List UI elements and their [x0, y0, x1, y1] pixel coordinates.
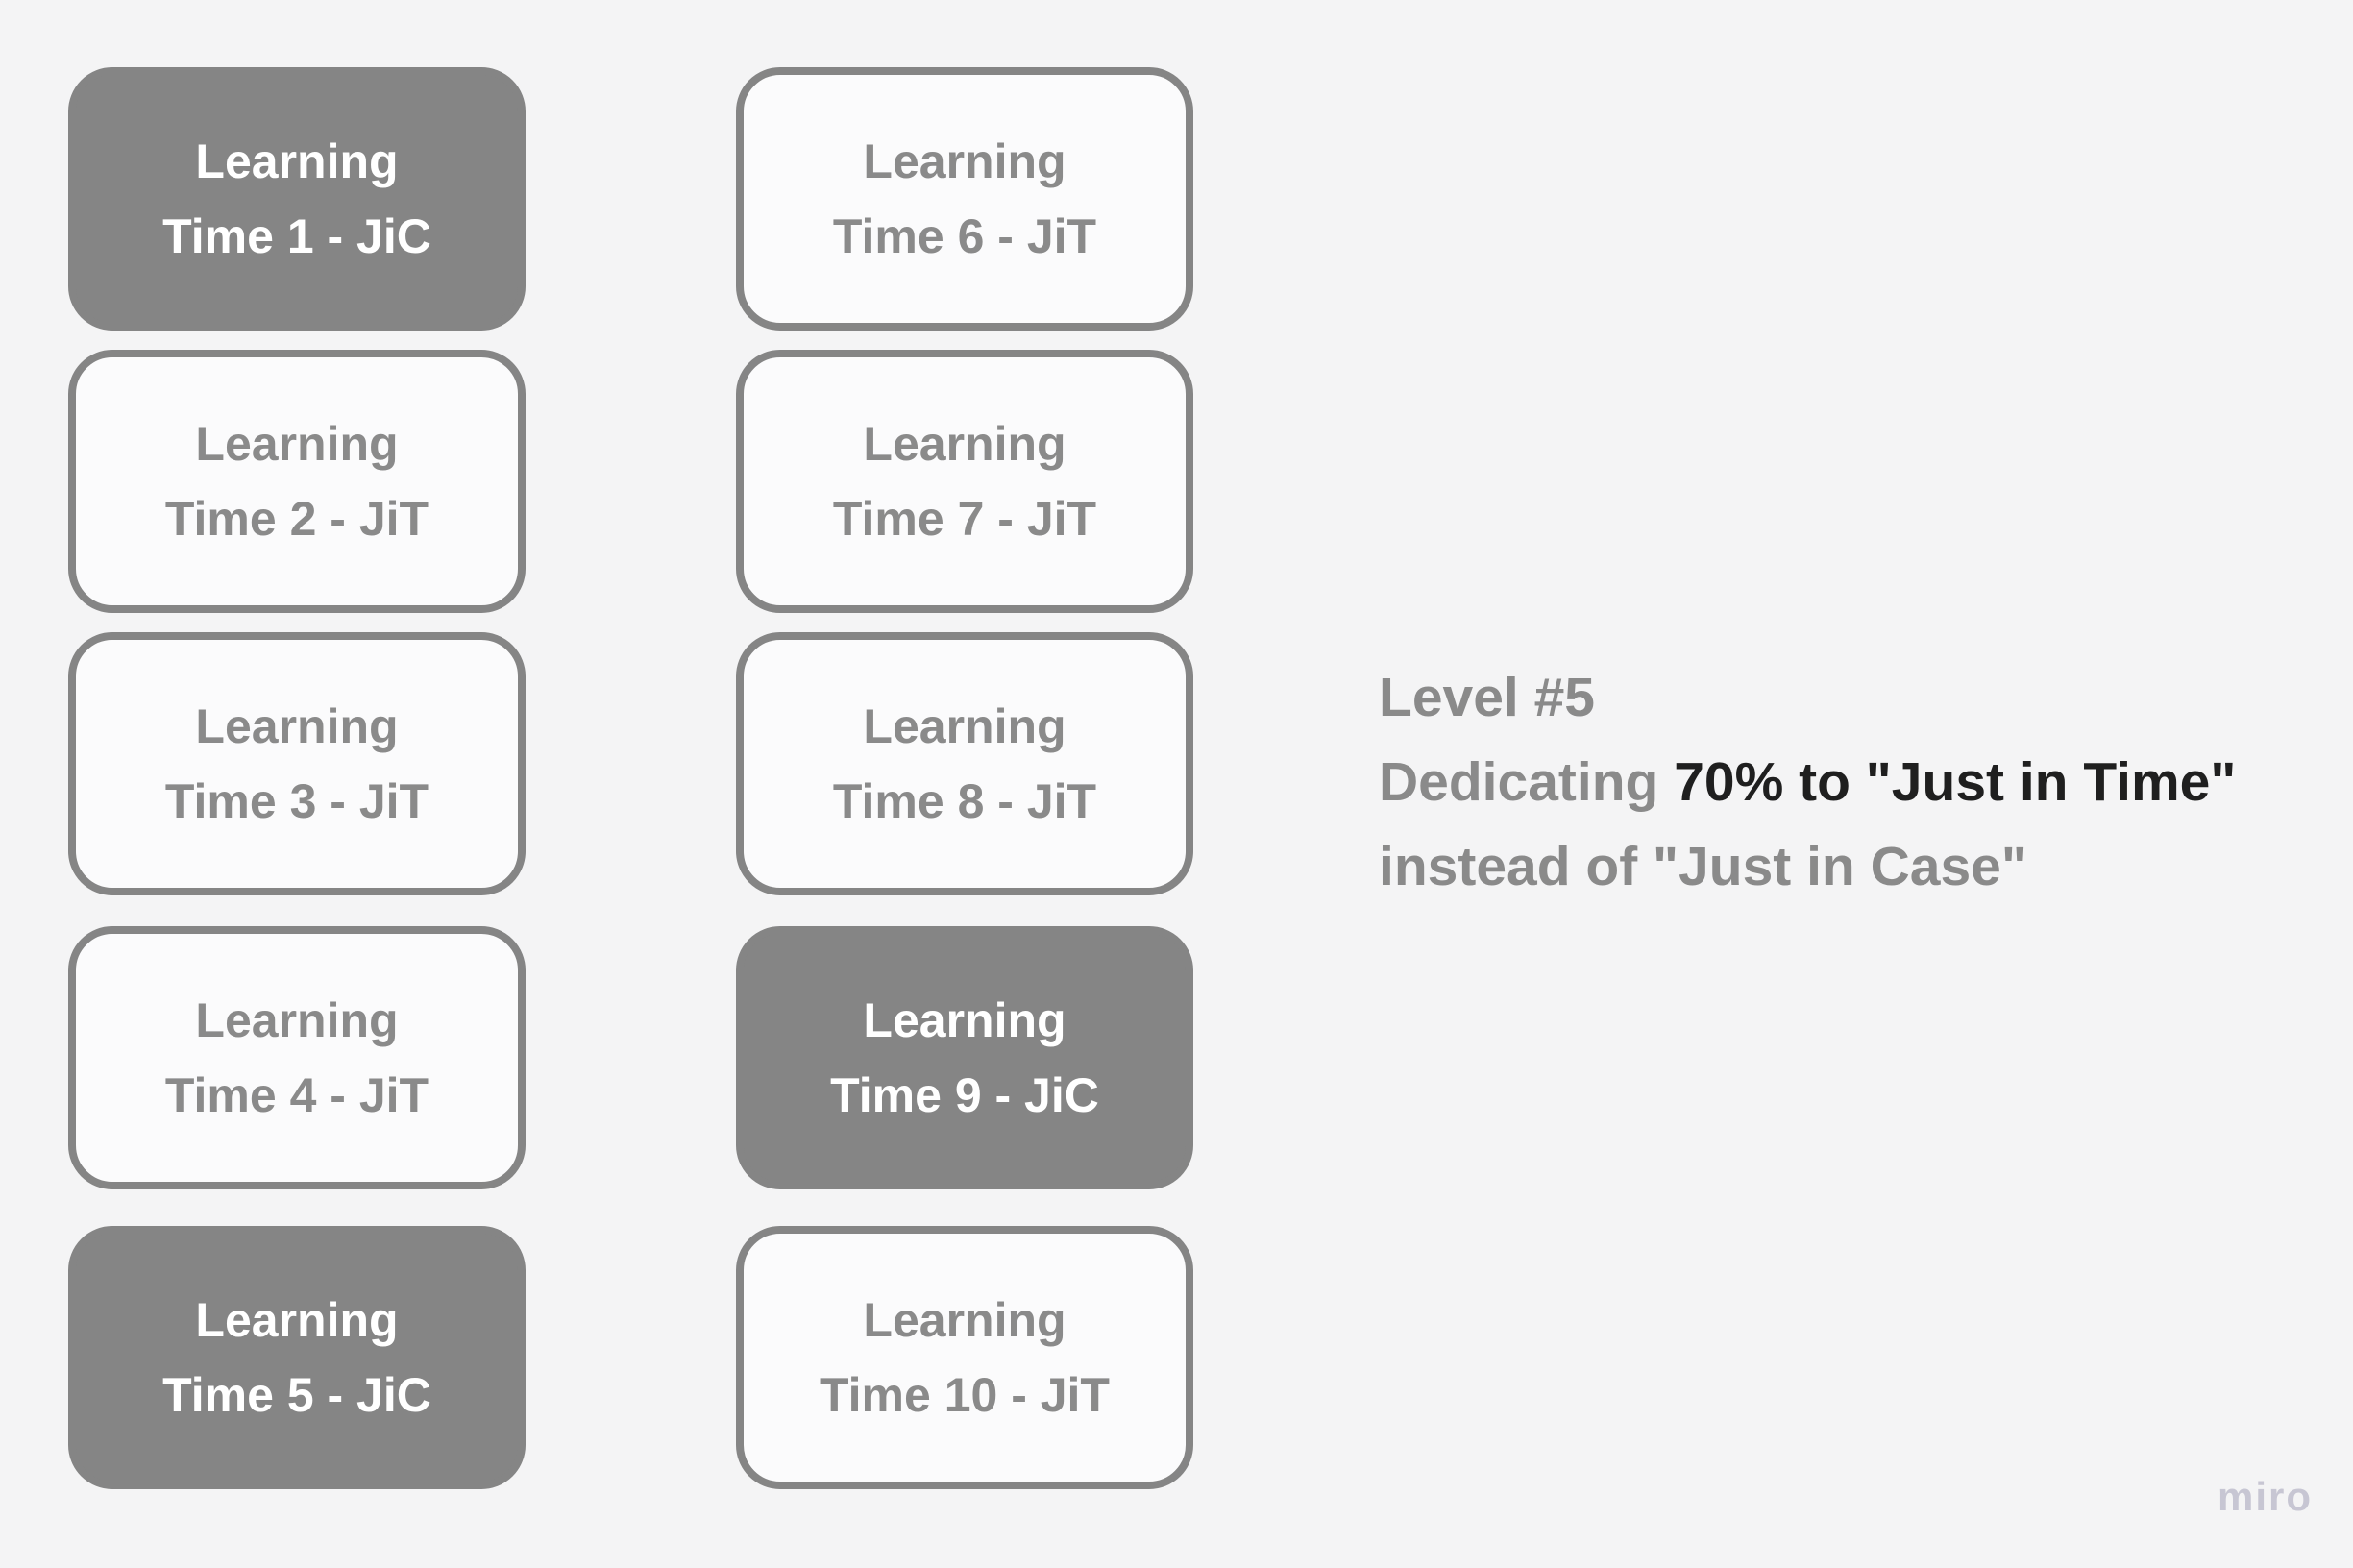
- card-line2: Time 2 - JiT: [164, 492, 429, 546]
- card-learning-time-5[interactable]: Learning Time 5 - JiC: [68, 1226, 526, 1489]
- card-line1: Learning: [863, 417, 1066, 471]
- card-line1: Learning: [195, 135, 399, 188]
- annotation-line-3: instead of "Just in Case": [1379, 836, 2027, 897]
- card-line2: Time 6 - JiT: [832, 209, 1097, 263]
- card-learning-time-3[interactable]: Learning Time 3 - JiT: [68, 632, 526, 895]
- card-learning-time-7[interactable]: Learning Time 7 - JiT: [736, 350, 1193, 613]
- card-learning-time-10[interactable]: Learning Time 10 - JiT: [736, 1226, 1193, 1489]
- card-line1: Learning: [863, 993, 1066, 1047]
- card-line1: Learning: [195, 699, 399, 753]
- card-learning-time-2[interactable]: Learning Time 2 - JiT: [68, 350, 526, 613]
- annotation-highlight: 70% to "Just in Time": [1674, 751, 2237, 813]
- card-line2: Time 3 - JiT: [164, 774, 429, 828]
- card-learning-time-8[interactable]: Learning Time 8 - JiT: [736, 632, 1193, 895]
- card-line2: Time 8 - JiT: [832, 774, 1097, 828]
- card-learning-time-1[interactable]: Learning Time 1 - JiC: [68, 67, 526, 331]
- card-line1: Learning: [195, 993, 399, 1047]
- card-line2: Time 4 - JiT: [164, 1068, 429, 1122]
- annotation-line-2: Dedicating 70% to "Just in Time": [1379, 751, 2237, 813]
- card-line1: Learning: [863, 1293, 1066, 1347]
- card-line1: Learning: [863, 135, 1066, 188]
- card-line1: Learning: [195, 1293, 399, 1347]
- card-line1: Learning: [195, 417, 399, 471]
- miro-watermark: miro: [2218, 1474, 2314, 1519]
- card-line1: Learning: [863, 699, 1066, 753]
- card-line2: Time 1 - JiC: [162, 209, 431, 263]
- card-line2: Time 5 - JiC: [162, 1368, 431, 1422]
- card-line2: Time 7 - JiT: [832, 492, 1097, 546]
- annotation-line-1: Level #5: [1379, 667, 1595, 728]
- card-learning-time-4[interactable]: Learning Time 4 - JiT: [68, 926, 526, 1189]
- card-line2: Time 9 - JiC: [830, 1068, 1099, 1122]
- level-annotation[interactable]: Level #5 Dedicating 70% to "Just in Time…: [1379, 655, 2236, 909]
- card-learning-time-6[interactable]: Learning Time 6 - JiT: [736, 67, 1193, 331]
- card-line2: Time 10 - JiT: [820, 1368, 1110, 1422]
- card-learning-time-9[interactable]: Learning Time 9 - JiC: [736, 926, 1193, 1189]
